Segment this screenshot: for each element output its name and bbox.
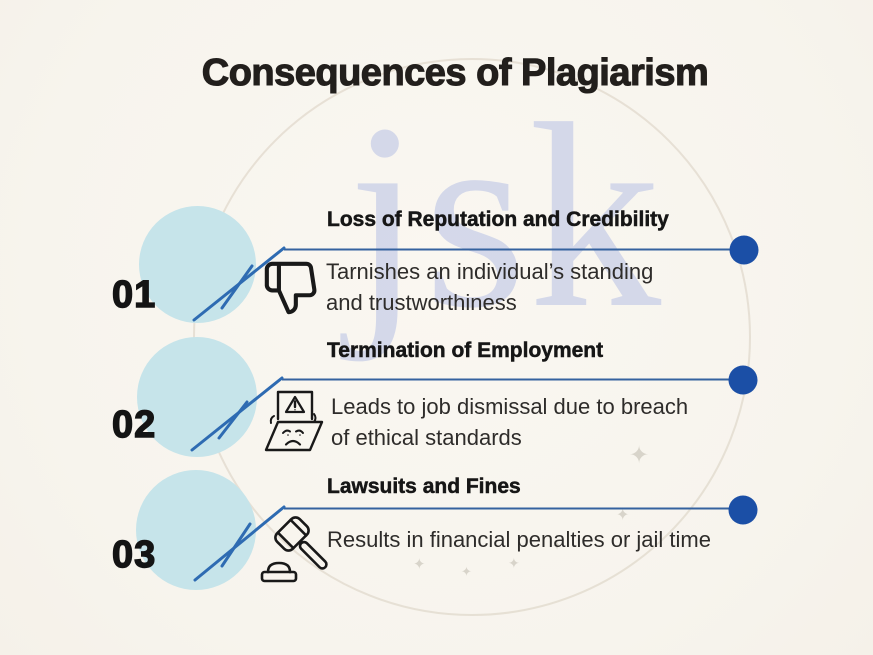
sparkle-icon: ✦ [413,556,426,573]
item-title: Loss of Reputation and Credibility [327,208,669,232]
connector-end-dot [728,495,758,525]
gavel-icon [260,516,328,583]
sparkle-icon: ✦ [461,564,472,579]
watermark-text: jsk [348,70,664,363]
item-number: 03 [111,534,157,576]
item-number: 01 [111,274,157,316]
sparkle-icon: ✦ [629,442,650,469]
sparkle-icon: ✦ [508,555,520,571]
description-line: Tarnishes an individual’s standing [326,259,654,284]
description-line: and trustworthiness [326,290,517,315]
item-description: Results in financial penalties or jail t… [327,524,711,555]
sparkle-icon: ✦ [552,539,563,553]
description-line: Leads to job dismissal due to breach [331,394,689,419]
dismissal-folder-icon [264,390,324,452]
page-title: Consequences of Plagiarism [201,51,709,94]
item-title: Lawsuits and Fines [327,475,521,499]
item-description: Tarnishes an individual’s standing and t… [326,256,653,318]
thumbs-down-icon [264,261,317,315]
item-description: Leads to job dismissal due to breach of … [331,391,688,453]
sparkle-icon: ✦ [616,507,630,524]
description-line: of ethical standards [331,425,522,450]
item-number: 02 [111,404,157,446]
item-title: Termination of Employment [327,339,604,363]
description-line: Results in financial penalties or jail t… [327,527,711,552]
